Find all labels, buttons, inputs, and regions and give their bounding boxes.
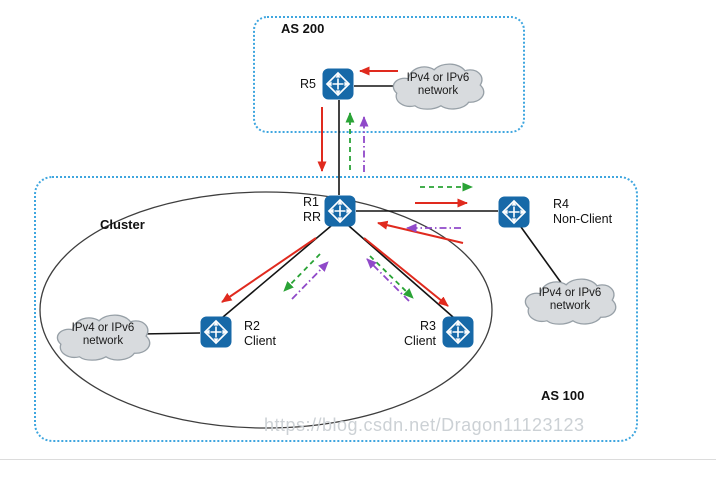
purple-arrow-r3-to-r1 xyxy=(366,258,410,302)
red-route-arrows xyxy=(221,66,468,307)
router-icon-r4 xyxy=(498,196,530,228)
r4-role: Non-Client xyxy=(553,212,613,226)
link-r2-cloud xyxy=(139,332,201,335)
green-arrow-r1-to-r2 xyxy=(283,253,321,292)
cloud-text-line1: IPv4 or IPv6 xyxy=(406,72,470,84)
purple-arrow-r2-to-r1 xyxy=(291,261,329,300)
cluster-label: Cluster xyxy=(100,217,145,232)
bottom-separator-line xyxy=(0,459,716,460)
red-arrow-r1-to-r2 xyxy=(221,237,317,303)
green-route-arrows xyxy=(283,112,473,299)
green-arrow-r1-to-r3 xyxy=(369,255,414,299)
cloud-text-line2: network xyxy=(549,300,591,312)
router-icon-r1 xyxy=(324,195,356,227)
router-glyph xyxy=(498,196,530,228)
router-glyph xyxy=(322,68,354,100)
as200-boundary-box xyxy=(253,16,525,133)
cloud-text-line1: IPv4 or IPv6 xyxy=(71,322,135,334)
r2-role: Client xyxy=(244,334,276,348)
r3-name: R3 xyxy=(420,319,436,333)
router-glyph xyxy=(324,195,356,227)
as100-boundary-box xyxy=(34,176,638,442)
as100-label: AS 100 xyxy=(541,388,585,403)
connection-lines xyxy=(139,85,563,335)
red-arrow-r1-to-r3 xyxy=(363,237,449,307)
r3-label: R3 Client xyxy=(392,319,436,349)
as200-cloud-text: IPv4 or IPv6 network xyxy=(392,72,484,98)
cloud-text-line2: network xyxy=(417,85,459,97)
r4-label: R4 Non-Client xyxy=(553,197,612,227)
r1-role: RR xyxy=(303,210,322,224)
router-icon-r5 xyxy=(322,68,354,100)
r5-label: R5 xyxy=(300,77,316,91)
watermark-text: https://blog.csdn.net/Dragon11123123 xyxy=(264,415,585,435)
cluster-left-cloud-text: IPv4 or IPv6 network xyxy=(57,322,149,348)
red-arrow-r4-to-r1 xyxy=(377,220,464,244)
r3-role: Client xyxy=(404,334,436,348)
router-glyph xyxy=(442,316,474,348)
r2-name: R2 xyxy=(244,319,260,333)
link-r4-cloud xyxy=(520,226,563,285)
router-icon-r2 xyxy=(200,316,232,348)
r4-side-cloud-text: IPv4 or IPv6 network xyxy=(524,287,616,313)
router-icon-r3 xyxy=(442,316,474,348)
cloud-text-line1: IPv4 or IPv6 xyxy=(538,287,602,299)
r1-label: R1 RR xyxy=(303,195,321,225)
as200-label: AS 200 xyxy=(281,21,325,36)
router-glyph xyxy=(200,316,232,348)
cloud-text-line2: network xyxy=(82,335,124,347)
r2-label: R2 Client xyxy=(244,319,276,349)
r4-name: R4 xyxy=(553,197,569,211)
r1-name: R1 xyxy=(303,195,319,209)
purple-route-arrows xyxy=(291,116,461,302)
cluster-ellipse xyxy=(39,191,493,429)
